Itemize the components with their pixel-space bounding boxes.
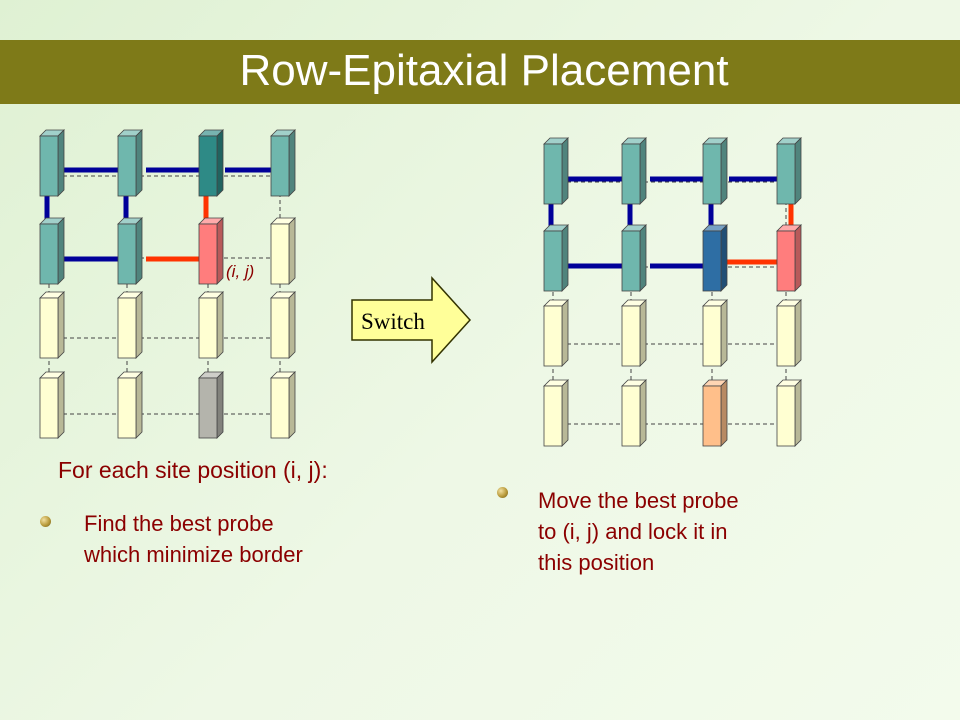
probe-cell — [270, 217, 296, 285]
probe-cell — [39, 291, 65, 359]
probe-cell — [702, 379, 728, 447]
probe-cell — [543, 224, 569, 292]
bullet-icon — [497, 487, 508, 498]
probe-cell — [621, 224, 647, 292]
probe-cell — [117, 371, 143, 439]
probe-cell — [702, 299, 728, 367]
right-bullet-line-3: this position — [538, 550, 655, 575]
site-label: (i, j) — [226, 262, 254, 281]
left-bullet-line-2: which minimize border — [84, 542, 303, 567]
probe-cell — [702, 137, 728, 205]
probe-cell — [776, 379, 802, 447]
probe-cell — [117, 217, 143, 285]
probe-cell — [117, 129, 143, 197]
right-probe-grid — [543, 137, 802, 447]
left-probe-grid — [39, 129, 296, 439]
probe-cell — [543, 137, 569, 205]
right-grid-dashes — [552, 180, 794, 426]
probe-cell — [270, 371, 296, 439]
probe-cell — [270, 129, 296, 197]
probe-cell — [621, 299, 647, 367]
left-border-lines — [44, 167, 278, 262]
probe-cell — [198, 371, 224, 439]
slide-title: Row-Epitaxial Placement — [239, 46, 729, 95]
left-bullet-line-1: Find the best probe — [84, 511, 274, 536]
right-border-lines — [548, 176, 794, 269]
probe-cell — [198, 129, 224, 197]
probe-cell — [702, 224, 728, 292]
probe-cell — [270, 291, 296, 359]
probe-cell — [543, 299, 569, 367]
probe-cell — [39, 371, 65, 439]
right-bullet-line-1: Move the best probe — [538, 488, 739, 513]
left-grid-dashes — [48, 172, 290, 418]
probe-cell — [39, 129, 65, 197]
probe-cell — [117, 291, 143, 359]
probe-cell — [198, 291, 224, 359]
right-bullet-line-2: to (i, j) and lock it in — [538, 519, 728, 544]
probe-cell — [776, 299, 802, 367]
probe-cell — [543, 379, 569, 447]
switch-arrow-icon — [351, 276, 472, 364]
title-bar — [0, 40, 960, 104]
probe-cell — [776, 224, 802, 292]
probe-cell — [621, 137, 647, 205]
probe-cell — [39, 217, 65, 285]
probe-cell — [621, 379, 647, 447]
probe-cell — [198, 217, 224, 285]
left-heading: For each site position (i, j): — [58, 457, 328, 483]
switch-label: Switch — [361, 309, 425, 334]
probe-cell — [776, 137, 802, 205]
bullet-icon — [40, 516, 51, 527]
